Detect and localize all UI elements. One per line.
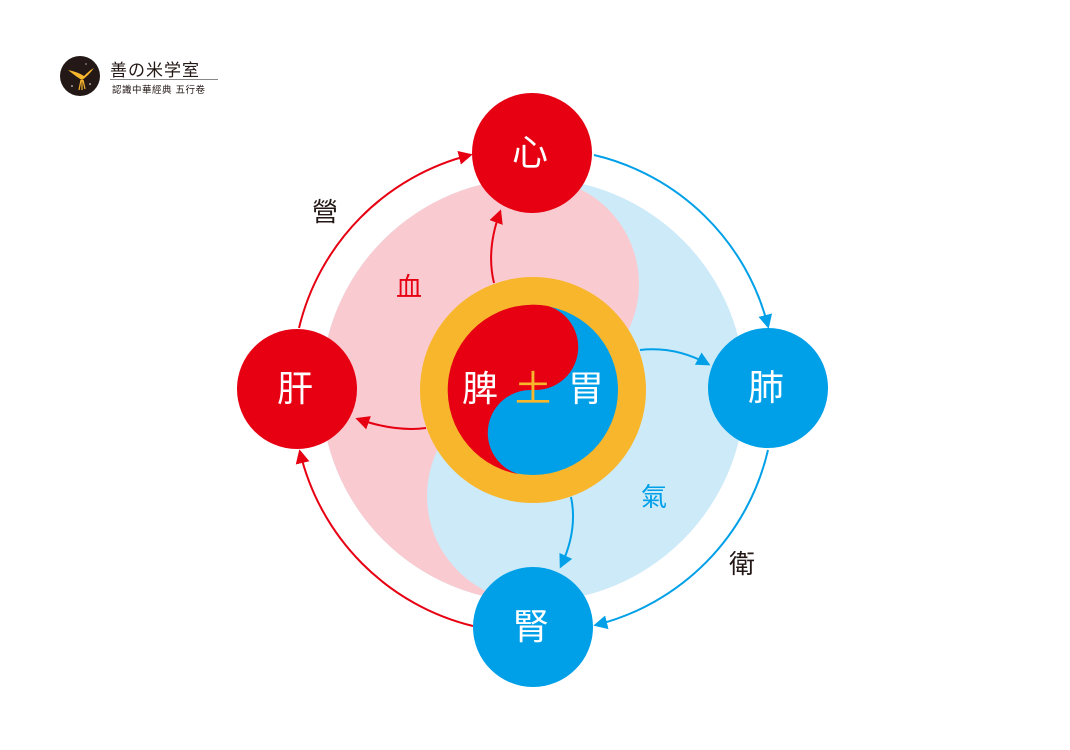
heart-label: 心 [512, 133, 549, 174]
arrow-heart-to-lung [593, 154, 773, 329]
arrow-center-to-lung [639, 348, 711, 366]
ying-label: 營 [312, 198, 339, 228]
arrow-center-to-liver [355, 416, 427, 430]
liver-label: 肝 [277, 369, 314, 410]
qi-label: 氣 [641, 483, 668, 513]
wei-label: 衛 [729, 550, 756, 580]
heart-node [472, 93, 592, 213]
center-yin-yang [447, 304, 618, 475]
blood-label: 血 [396, 273, 423, 303]
kidney-node [473, 567, 593, 687]
bird-logo-icon [60, 56, 100, 96]
brand-title: 善の米学室 [110, 61, 200, 81]
brand-divider [110, 79, 218, 80]
arrow-lung-to-kidney [593, 449, 769, 630]
earth-label: 土 [515, 369, 552, 410]
kidney-label: 腎 [513, 607, 550, 648]
arrow-center-to-kidney [559, 496, 574, 569]
liver-node [237, 329, 357, 449]
spleen-label: 脾 [462, 369, 499, 410]
arrow-kidney-to-liver [295, 449, 474, 627]
brand-subtitle: 認識中華經典 五行卷 [112, 85, 206, 96]
arrow-liver-to-heart [298, 150, 473, 329]
lung-node [708, 328, 828, 448]
lung-label: 肺 [748, 368, 785, 409]
brand-logo: 善の米学室 認識中華經典 五行卷 [60, 56, 230, 100]
stomach-label: 胃 [568, 369, 605, 410]
arrow-center-to-heart [489, 209, 503, 284]
